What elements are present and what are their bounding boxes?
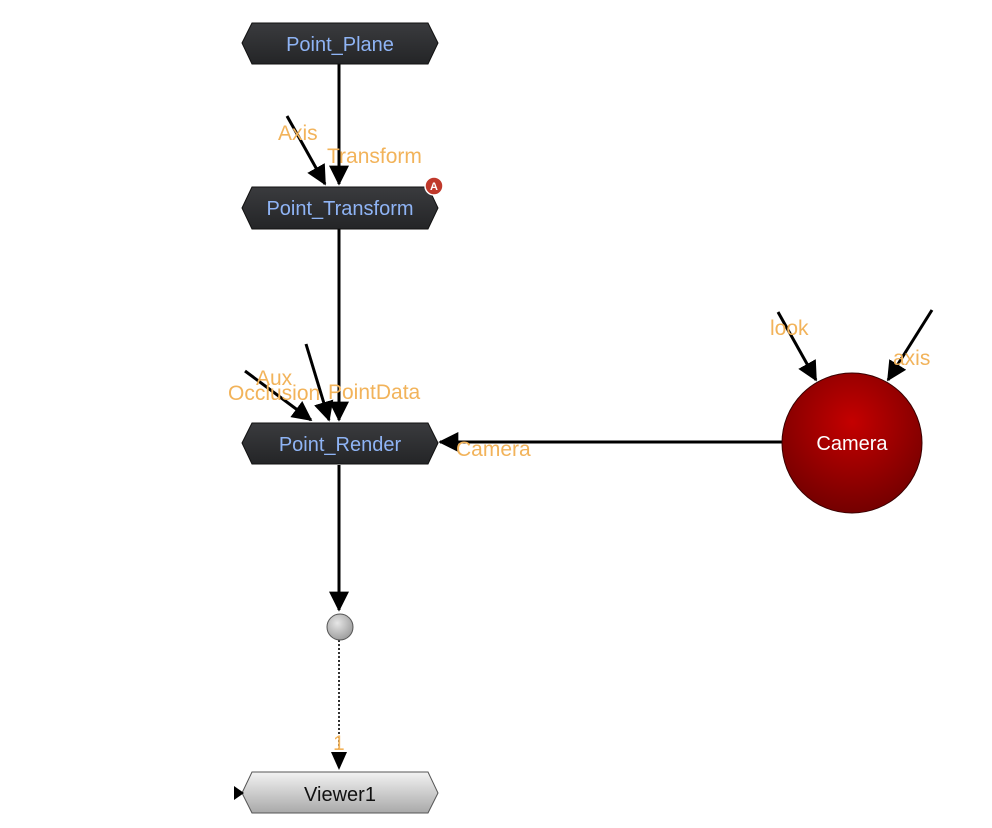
edge-aux-input[interactable] [244,369,313,422]
pin-label-cam-axis: axis [893,347,930,370]
pin-label-transform: Transform [327,145,422,168]
edge-pointdata-input[interactable] [304,343,334,422]
node-viewer[interactable]: Viewer1 [234,771,439,814]
pin-label-pointdata: PointData [328,381,421,404]
pin-label-occlusion: Occlusion [228,382,320,405]
edge-cam-axis-input[interactable] [886,309,934,382]
node-point-transform[interactable]: Point_Transform A [241,176,444,230]
node-point-plane[interactable]: Point_Plane [241,22,439,65]
pin-label-look: look [770,317,809,340]
node-viewer-label: Viewer1 [304,784,376,806]
pin-label-viewer-input: 1 [333,732,345,755]
viewer-input-arrow [331,752,347,770]
edges [244,64,934,770]
node-point-transform-label: Point_Transform [266,198,413,220]
node-point-plane-label: Point_Plane [286,34,394,56]
viewer-side-input-icon[interactable] [234,786,244,800]
pin-label-axis: Axis [278,122,318,145]
animation-badge-icon[interactable]: A [424,176,444,196]
node-point-render-label: Point_Render [279,434,402,456]
pin-labels: Axis Transform Aux Occlusion PointData C… [228,122,930,755]
node-camera[interactable]: Camera [781,372,923,514]
node-point-render[interactable]: Point_Render [241,422,439,465]
node-camera-label: Camera [816,433,888,455]
animation-badge-label: A [430,181,438,193]
edge-axis-input[interactable] [285,115,327,186]
edge-look-input[interactable] [776,311,818,382]
pin-label-aux: Aux [256,367,293,390]
dot-node[interactable] [326,613,354,641]
pin-label-camera: Camera [456,438,531,461]
